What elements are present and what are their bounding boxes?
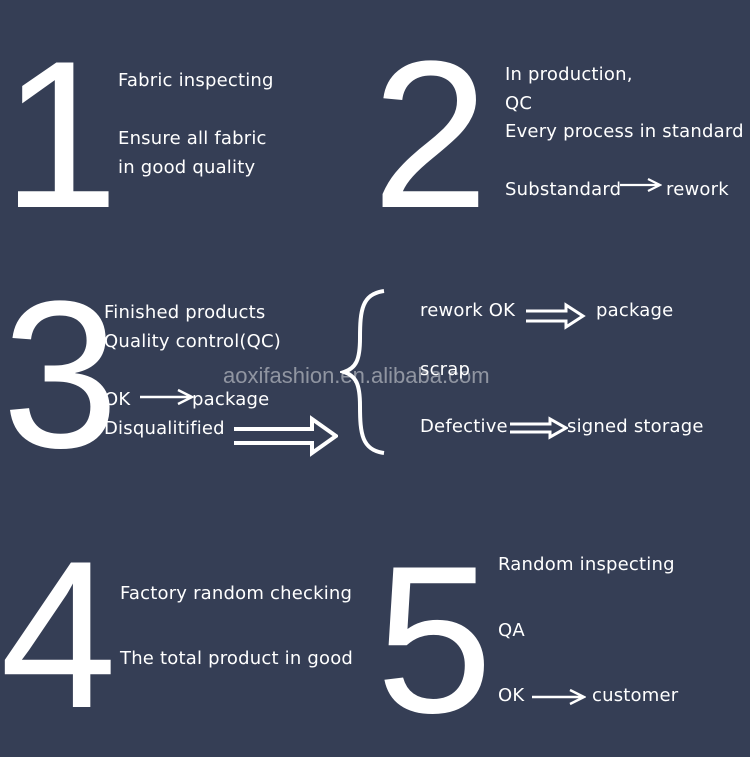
step3-disqualified: Disqualitified: [104, 418, 225, 439]
step3-ok: OK: [104, 389, 131, 410]
step2-to: rework: [666, 179, 729, 200]
right-arrow-icon: [510, 416, 568, 440]
step2-line3: Every process in standard: [505, 121, 744, 142]
right-arrow-icon: [526, 302, 586, 330]
right-arrow-icon: [620, 178, 662, 192]
step3-line2: Quality control(QC): [104, 331, 282, 352]
right-arrow-icon: [140, 388, 194, 406]
step-number-5: 5: [376, 522, 493, 757]
step5-line1: Random inspecting: [498, 554, 675, 575]
step-number-2: 2: [372, 17, 489, 252]
step5-from: OK: [498, 685, 525, 706]
step4-line2: The total product in good: [120, 648, 354, 669]
step-number-3: 3: [2, 257, 119, 492]
step4-line1: Factory random checking: [120, 583, 353, 604]
step3-line1: Finished products: [104, 302, 266, 323]
watermark: aoxifashion.en.alibaba.com: [223, 363, 490, 388]
step3-branch3-to: signed storage: [567, 416, 704, 437]
step2-from: Substandard: [505, 179, 622, 200]
step2-line2: QC: [505, 93, 533, 114]
step2-line1: In production,: [505, 64, 633, 85]
step3-ok-package: package: [192, 389, 270, 410]
step5-line2: QA: [498, 620, 525, 641]
step1-line2: Ensure all fabric: [118, 128, 267, 149]
step5-to: customer: [592, 685, 679, 706]
step3-branch2: scrap: [420, 359, 471, 380]
step-number-4: 4: [0, 517, 117, 752]
step3-branch1-to: package: [596, 300, 674, 321]
step-number-1: 1: [2, 17, 119, 252]
right-arrow-icon: [234, 415, 338, 457]
step1-line3: in good quality: [118, 157, 256, 178]
step3-branch1-from: rework OK: [420, 300, 516, 321]
step3-branch3-from: Defective: [420, 416, 508, 437]
left-curly-brace: [340, 289, 385, 455]
right-arrow-icon: [532, 688, 586, 706]
step1-line1: Fabric inspecting: [118, 70, 274, 91]
